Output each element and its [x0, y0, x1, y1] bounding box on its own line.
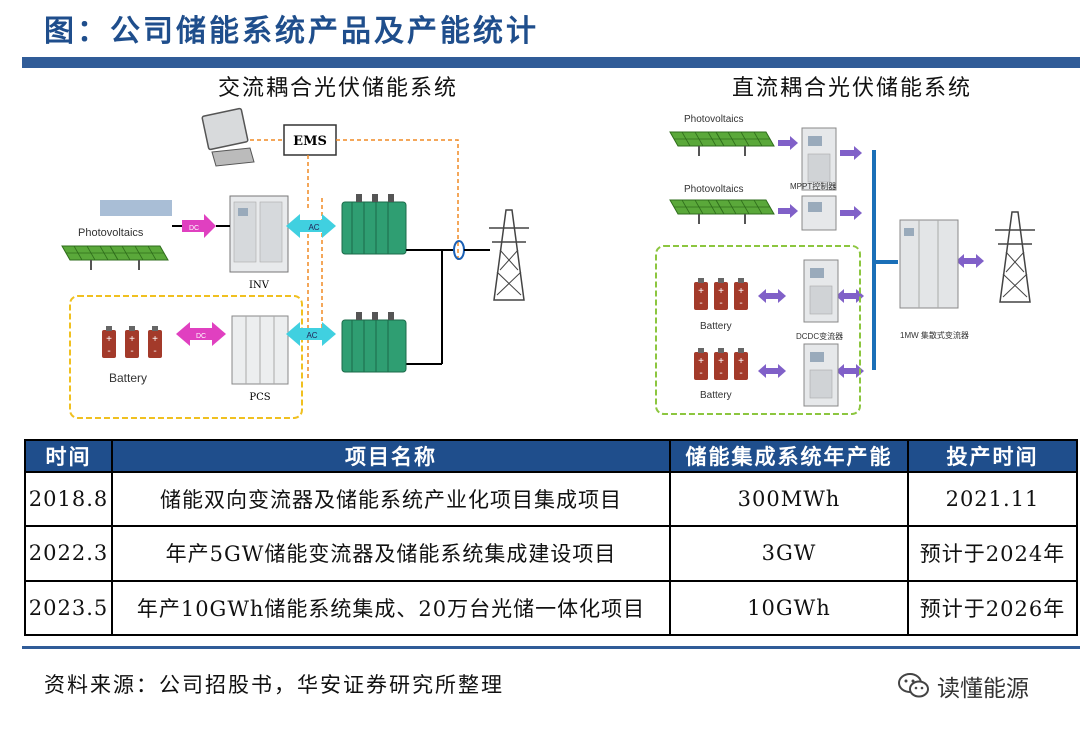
- bottom-divider: [22, 646, 1080, 649]
- dcdc-converter-2: [803, 343, 839, 407]
- cell-time: 2022.3: [24, 525, 113, 582]
- central-converter: [899, 219, 959, 309]
- dc-pv-panels-2: [669, 199, 775, 225]
- ac-pv-label: Photovoltaics: [78, 227, 144, 239]
- ac-storage-box: [69, 295, 303, 419]
- cell-time: 2023.5: [24, 579, 113, 637]
- dc-battery-label-1: Battery: [700, 321, 732, 332]
- ems-label: EMS: [293, 134, 327, 149]
- ac-battery-label: Battery: [109, 371, 147, 385]
- ac-pv-panels: [61, 245, 169, 271]
- dc-pv-label-2: Photovoltaics: [684, 184, 743, 195]
- cell-capacity: 3GW: [669, 525, 909, 582]
- cell-time: 2018.8: [24, 470, 113, 528]
- dc-storage-box: [655, 245, 861, 415]
- cell-capacity: 300MWh: [669, 470, 909, 528]
- svg-text:AC: AC: [306, 331, 317, 340]
- dc-battery-icon-2: [694, 348, 748, 380]
- dcdc-converter-1: [803, 259, 839, 323]
- dc-system-heading: 直流耦合光伏储能系统: [732, 76, 972, 101]
- table-row: 2022.3 年产5GW储能变流器及储能系统集成建设项目 3GW 预计于2024…: [24, 525, 1078, 582]
- transformer-bottom: [341, 311, 407, 373]
- table-row: 2023.5 年产10GWh储能系统集成、20万台光储一体化项目 10GWh 预…: [24, 579, 1078, 637]
- wechat-icon: [898, 673, 929, 698]
- watermark-text: 读懂能源: [937, 676, 1029, 702]
- inv-label: INV: [249, 280, 270, 291]
- title-divider: [22, 57, 1080, 68]
- header-capacity: 储能集成系统年产能: [669, 439, 909, 473]
- mppt-label: MPPT控制器: [790, 181, 836, 191]
- dc-battery-label-2: Battery: [700, 390, 732, 401]
- dc-bus: [872, 150, 898, 370]
- header-project-name: 项目名称: [111, 439, 671, 473]
- svg-text:DC: DC: [189, 225, 199, 232]
- cell-project: 年产5GW储能变流器及储能系统集成建设项目: [111, 525, 671, 582]
- source-note: 资料来源：公司招股书，华安证券研究所整理: [44, 673, 504, 697]
- page-title: 图：公司储能系统产品及产能统计: [44, 14, 539, 49]
- transformer-top: [341, 193, 407, 255]
- ac-arrow-bottom: AC: [286, 322, 336, 346]
- converter-label: 1MW 集散式变流器: [900, 330, 969, 340]
- inverter-cabinet: [229, 195, 289, 273]
- dc-pv-panels-1: [669, 131, 775, 157]
- cell-capacity: 10GWh: [669, 579, 909, 637]
- ac-arrow-top: AC: [286, 214, 336, 238]
- ac-battery-icon: [102, 326, 162, 358]
- system-diagrams: + - 交流耦合光伏储能系统: [22, 70, 1080, 435]
- dc-arrow-battery: DC: [176, 322, 226, 346]
- header-production-time: 投产时间: [907, 439, 1078, 473]
- pv-array-image: [100, 200, 172, 216]
- ac-system-heading: 交流耦合光伏储能系统: [218, 76, 458, 101]
- table-row: 2018.8 储能双向变流器及储能系统产业化项目集成项目 300MWh 2021…: [24, 470, 1078, 528]
- ems-box: [283, 124, 337, 156]
- pcs-cabinet: [231, 315, 289, 385]
- capacity-table: 时间 项目名称 储能集成系统年产能 投产时间 2018.8 储能双向变流器及储能…: [24, 439, 1078, 637]
- ac-grid-tower-icon: [488, 209, 530, 301]
- table-header-row: 时间 项目名称 储能集成系统年产能 投产时间: [24, 439, 1078, 473]
- cell-project: 储能双向变流器及储能系统产业化项目集成项目: [111, 470, 671, 528]
- cell-production: 预计于2024年: [907, 525, 1078, 582]
- mppt-controller-2: [801, 195, 837, 231]
- dcdc-label: DCDC变流器: [796, 331, 843, 341]
- cell-production: 预计于2026年: [907, 579, 1078, 637]
- header-time: 时间: [24, 439, 113, 473]
- dc-flow-arrows: [758, 136, 984, 378]
- mppt-controller-1: [801, 127, 837, 191]
- svg-text:DC: DC: [196, 333, 206, 340]
- pcs-label: PCS: [249, 392, 270, 403]
- svg-text:AC: AC: [308, 223, 319, 232]
- monitor-icon: [201, 107, 255, 167]
- cell-project: 年产10GWh储能系统集成、20万台光储一体化项目: [111, 579, 671, 637]
- cell-production: 2021.11: [907, 470, 1078, 528]
- dc-pv-label-1: Photovoltaics: [684, 114, 743, 125]
- watermark: 读懂能源: [897, 669, 1029, 703]
- dc-battery-icon-1: [694, 278, 748, 310]
- dc-arrow-pv: DC: [182, 214, 216, 238]
- dc-grid-tower-icon: [994, 211, 1036, 303]
